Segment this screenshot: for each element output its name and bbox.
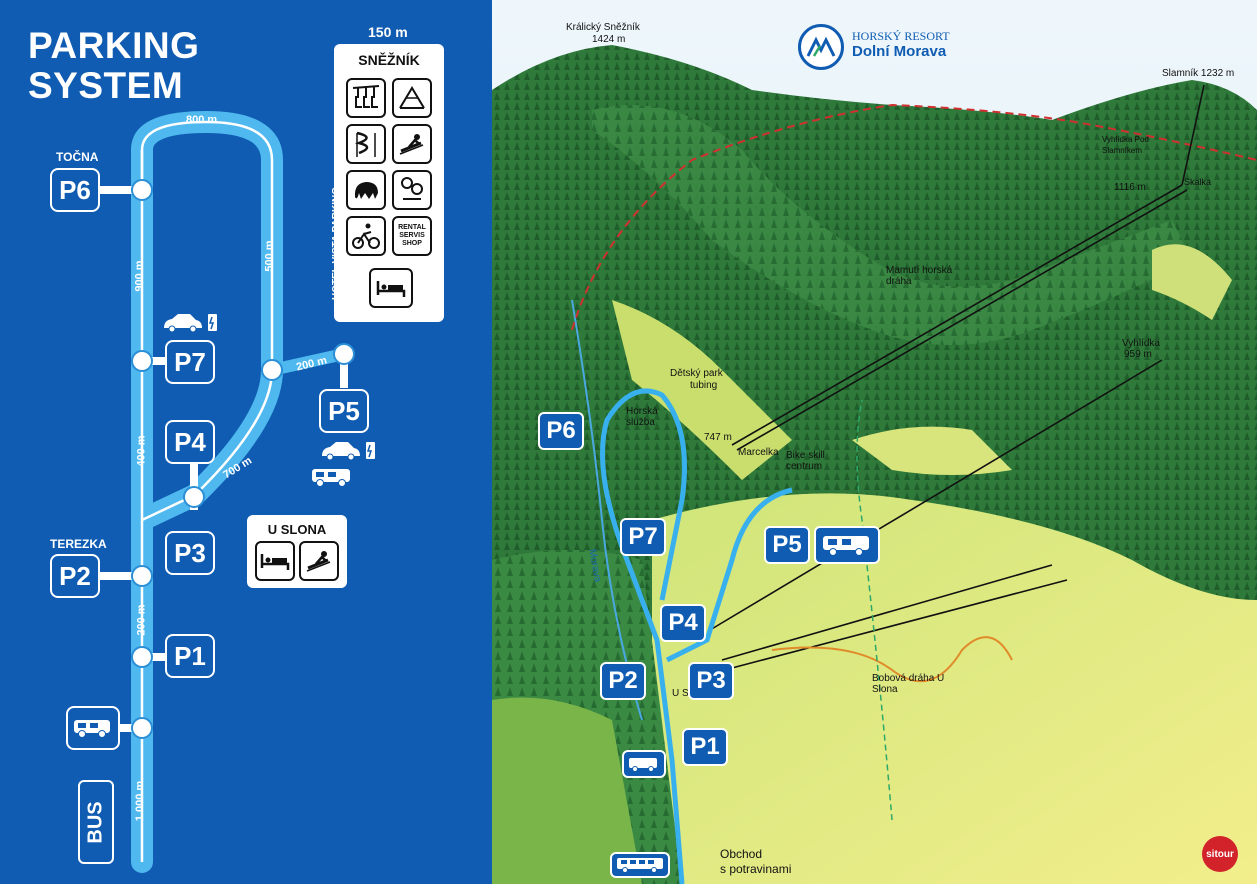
- resort-map[interactable]: HORSKÝ RESORT Dolní Morava Králický Sněž…: [492, 0, 1257, 884]
- stop-p6: [131, 179, 153, 201]
- mammoth-icon: [346, 170, 386, 210]
- peak-kralicky-alt: 1424 m: [592, 34, 626, 45]
- map-bus-stop[interactable]: [610, 852, 670, 878]
- label-obchod-1: Obchod: [720, 847, 763, 861]
- bus-label: BUS: [84, 800, 107, 844]
- stop-p5: [333, 343, 355, 365]
- distance-1000: 1 000 m: [134, 780, 147, 822]
- peak-vyhlidka-alt: 959 m: [1124, 349, 1152, 360]
- stop-camper: [131, 717, 153, 739]
- map-parking-p4[interactable]: P4: [660, 604, 706, 642]
- resort-brand: HORSKÝ RESORT Dolní Morava: [852, 28, 950, 60]
- parking-route-diagram: [100, 111, 355, 873]
- slide-tower-icon: [346, 124, 386, 164]
- rental-servis-shop-tile: RENTAL SERVIS SHOP: [392, 216, 432, 256]
- map-parking-p5[interactable]: P5: [764, 526, 810, 564]
- peak-kralicky: Králický Sněžník: [566, 22, 640, 33]
- brand-line2: Dolní Morava: [852, 43, 947, 60]
- label-bobova: Bobová dráha U Slona: [872, 673, 945, 695]
- e-car-charging-icon-p7: [164, 314, 217, 333]
- camper-icon-p5: [312, 469, 350, 487]
- distance-800: 800 m: [186, 114, 218, 126]
- sitour-logo: sitour: [1202, 836, 1238, 872]
- label-bike: Bike skill centrum: [786, 450, 825, 472]
- map-parking-p7[interactable]: P7: [620, 518, 666, 556]
- label-skalka: Skalka: [1184, 177, 1212, 187]
- parking-p3-badge[interactable]: P3: [165, 531, 215, 575]
- map-parking-p3[interactable]: P3: [688, 662, 734, 700]
- label-horska-sluzba: Horská služba: [626, 406, 658, 428]
- brand-line1: HORSKÝ RESORT: [852, 29, 950, 43]
- skate-icon: [392, 170, 432, 210]
- label-marcelka: Marcelka: [738, 447, 779, 458]
- parking-p1-badge[interactable]: P1: [165, 634, 215, 678]
- stop-vista: [261, 359, 283, 381]
- distance-400: 400 m: [135, 435, 148, 467]
- gondola-icon: [392, 78, 432, 118]
- bus-icon: [617, 858, 663, 873]
- parking-legend-panel: PARKING SYSTEM: [0, 0, 492, 884]
- sneznik-title: SNĚŽNÍK: [358, 52, 420, 68]
- sneznik-services-panel: SNĚŽNÍK RENTAL SERVIS SHOP: [334, 44, 444, 322]
- p2-name: TEREZKA: [50, 537, 107, 551]
- stop-p2: [131, 565, 153, 587]
- label-vyhlidka-pod: Vyhlídka Pod Slamníkem: [1102, 135, 1149, 155]
- map-parking-p6[interactable]: P6: [538, 412, 584, 450]
- legend-title-line1: PARKING: [28, 25, 200, 66]
- distance-200b: 200 m: [135, 604, 148, 636]
- peak-slamnik: Slamník 1232 m: [1162, 68, 1235, 79]
- label-mamuti: Mamutí horská dráha: [886, 265, 953, 287]
- bed-icon: [255, 541, 295, 581]
- servis-text: SERVIS: [399, 232, 425, 239]
- camper-icon: [74, 720, 110, 738]
- parking-p2-badge[interactable]: P2: [50, 554, 100, 598]
- map-parking-p2[interactable]: P2: [600, 662, 646, 700]
- legend-title: PARKING SYSTEM: [28, 26, 199, 106]
- legend-title-line2: SYSTEM: [28, 65, 184, 106]
- e-car-charging-icon-p5: [322, 442, 375, 461]
- alt-1116: 1116 m: [1114, 182, 1146, 193]
- map-camper-parking[interactable]: [814, 526, 880, 564]
- stop-p4p3: [183, 486, 205, 508]
- parking-p4-badge[interactable]: P4: [165, 420, 215, 464]
- chairlift-icon: [346, 78, 386, 118]
- peak-vyhlidka: Vyhlídka: [1122, 338, 1160, 349]
- label-obchod-2: s potravinami: [720, 862, 792, 876]
- sledge-icon: [299, 541, 339, 581]
- p6-name: TOČNA: [56, 150, 99, 164]
- rental-text: RENTAL: [398, 224, 426, 231]
- resort-logo-icon: [798, 24, 844, 70]
- map-camper-small[interactable]: [622, 750, 666, 778]
- shop-text: SHOP: [402, 240, 422, 247]
- distance-500: 500 m: [263, 240, 276, 272]
- bed-icon: [369, 268, 413, 308]
- parking-p5-badge[interactable]: P5: [319, 389, 369, 433]
- u-slona-services-panel: U SLONA: [247, 515, 347, 588]
- parking-p6-badge[interactable]: P6: [50, 168, 100, 212]
- bus-stop-badge[interactable]: BUS: [78, 780, 114, 864]
- stop-p1: [131, 646, 153, 668]
- stop-p7: [131, 350, 153, 372]
- cyclist-icon: [346, 216, 386, 256]
- distance-900: 900 m: [133, 260, 146, 292]
- u-slona-title: U SLONA: [267, 522, 327, 537]
- parking-p7-badge[interactable]: P7: [165, 340, 215, 384]
- sledge-icon: [392, 124, 432, 164]
- label-tubing: tubing: [690, 380, 718, 391]
- camper-icon: [823, 536, 869, 556]
- label-detsky: Dětský park: [670, 368, 723, 379]
- alt-747: 747 m: [704, 432, 732, 443]
- camper-parking-badge[interactable]: [66, 706, 120, 750]
- camper-icon: [629, 758, 657, 772]
- map-parking-p1[interactable]: P1: [682, 728, 728, 766]
- sneznik-distance: 150 m: [368, 24, 408, 40]
- map-terrain: [492, 0, 1257, 884]
